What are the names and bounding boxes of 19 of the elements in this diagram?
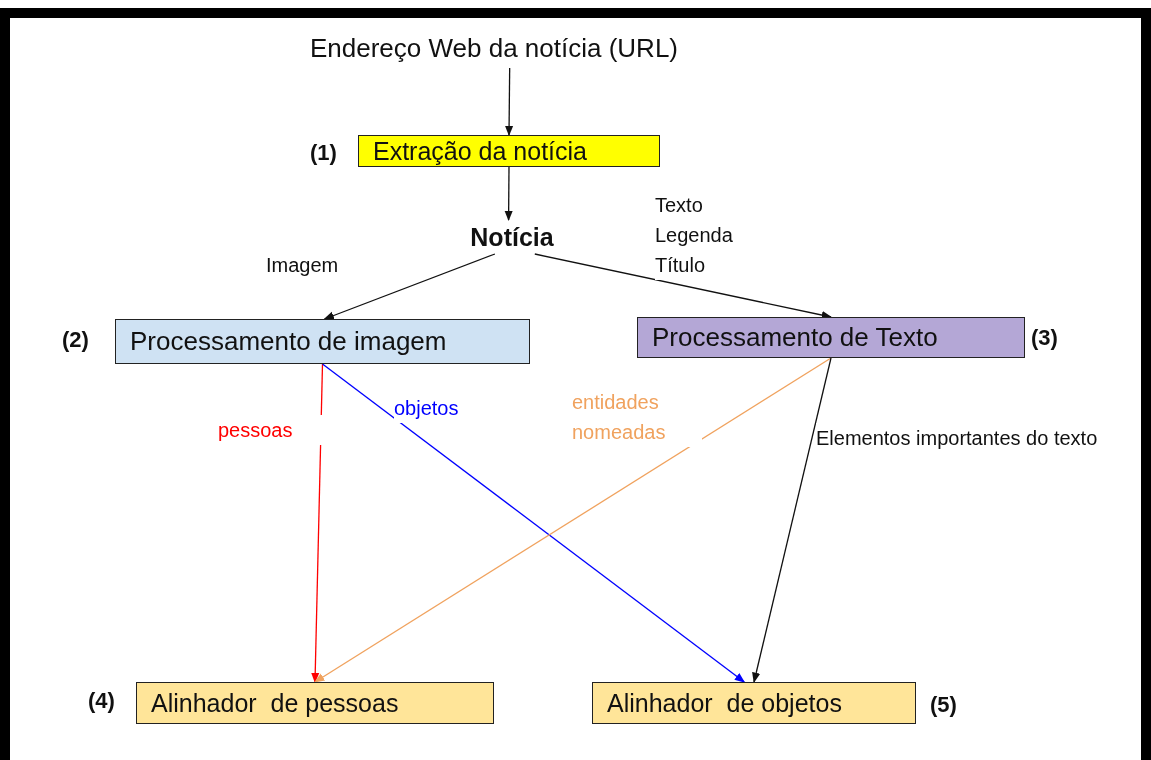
arrow	[504, 67, 514, 137]
step-number: (5)	[930, 692, 957, 718]
step-number: (1)	[310, 140, 337, 166]
process-box: Processamento de Texto	[637, 317, 1025, 358]
process-box: Extração da notícia	[358, 135, 660, 167]
arrow	[311, 363, 324, 684]
process-box: Alinhador de pessoas	[136, 682, 494, 724]
data-label: Notícia	[455, 220, 569, 254]
arrow	[321, 363, 746, 683]
source-text: Endereço Web da notícia (URL)	[270, 28, 718, 68]
step-number: (4)	[88, 688, 115, 714]
process-box: Alinhador de objetos	[592, 682, 916, 724]
process-box: Processamento de imagem	[115, 319, 530, 364]
step-number: (3)	[1031, 325, 1058, 351]
step-number: (2)	[62, 327, 89, 353]
arrow	[504, 166, 513, 222]
arrow	[323, 253, 496, 320]
arrow	[752, 357, 832, 683]
arrow	[314, 357, 832, 683]
